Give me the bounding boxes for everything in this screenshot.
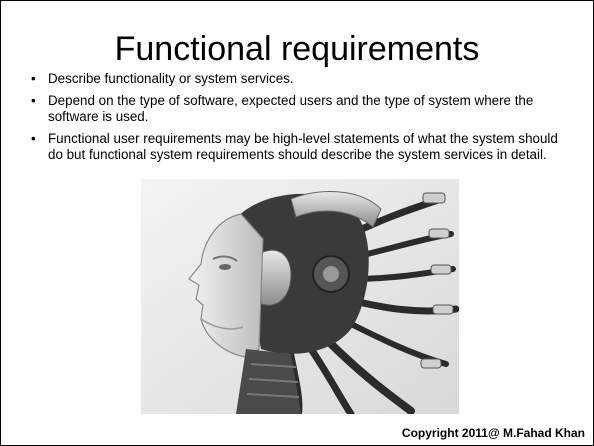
- bullet-text: Describe functionality or system service…: [48, 71, 294, 86]
- bullet-dot-icon: •: [31, 71, 36, 86]
- bullet-item: • Describe functionality or system servi…: [31, 71, 571, 87]
- robot-head-image: [141, 179, 460, 418]
- bullet-text: Functional user requirements may be high…: [48, 131, 558, 162]
- bullet-item: • Functional user requirements may be hi…: [31, 131, 571, 163]
- bullet-item: • Depend on the type of software, expect…: [31, 93, 571, 125]
- bullet-dot-icon: •: [31, 93, 36, 108]
- bullet-dot-icon: •: [31, 131, 36, 146]
- copyright-footer: Copyright 2011@ M.Fahad Khan: [401, 426, 585, 440]
- bullet-text: Depend on the type of software, expected…: [48, 93, 534, 124]
- slide-title: Functional requirements: [114, 30, 480, 68]
- bullet-list: • Describe functionality or system servi…: [31, 71, 571, 169]
- robot-head-icon: [141, 179, 460, 418]
